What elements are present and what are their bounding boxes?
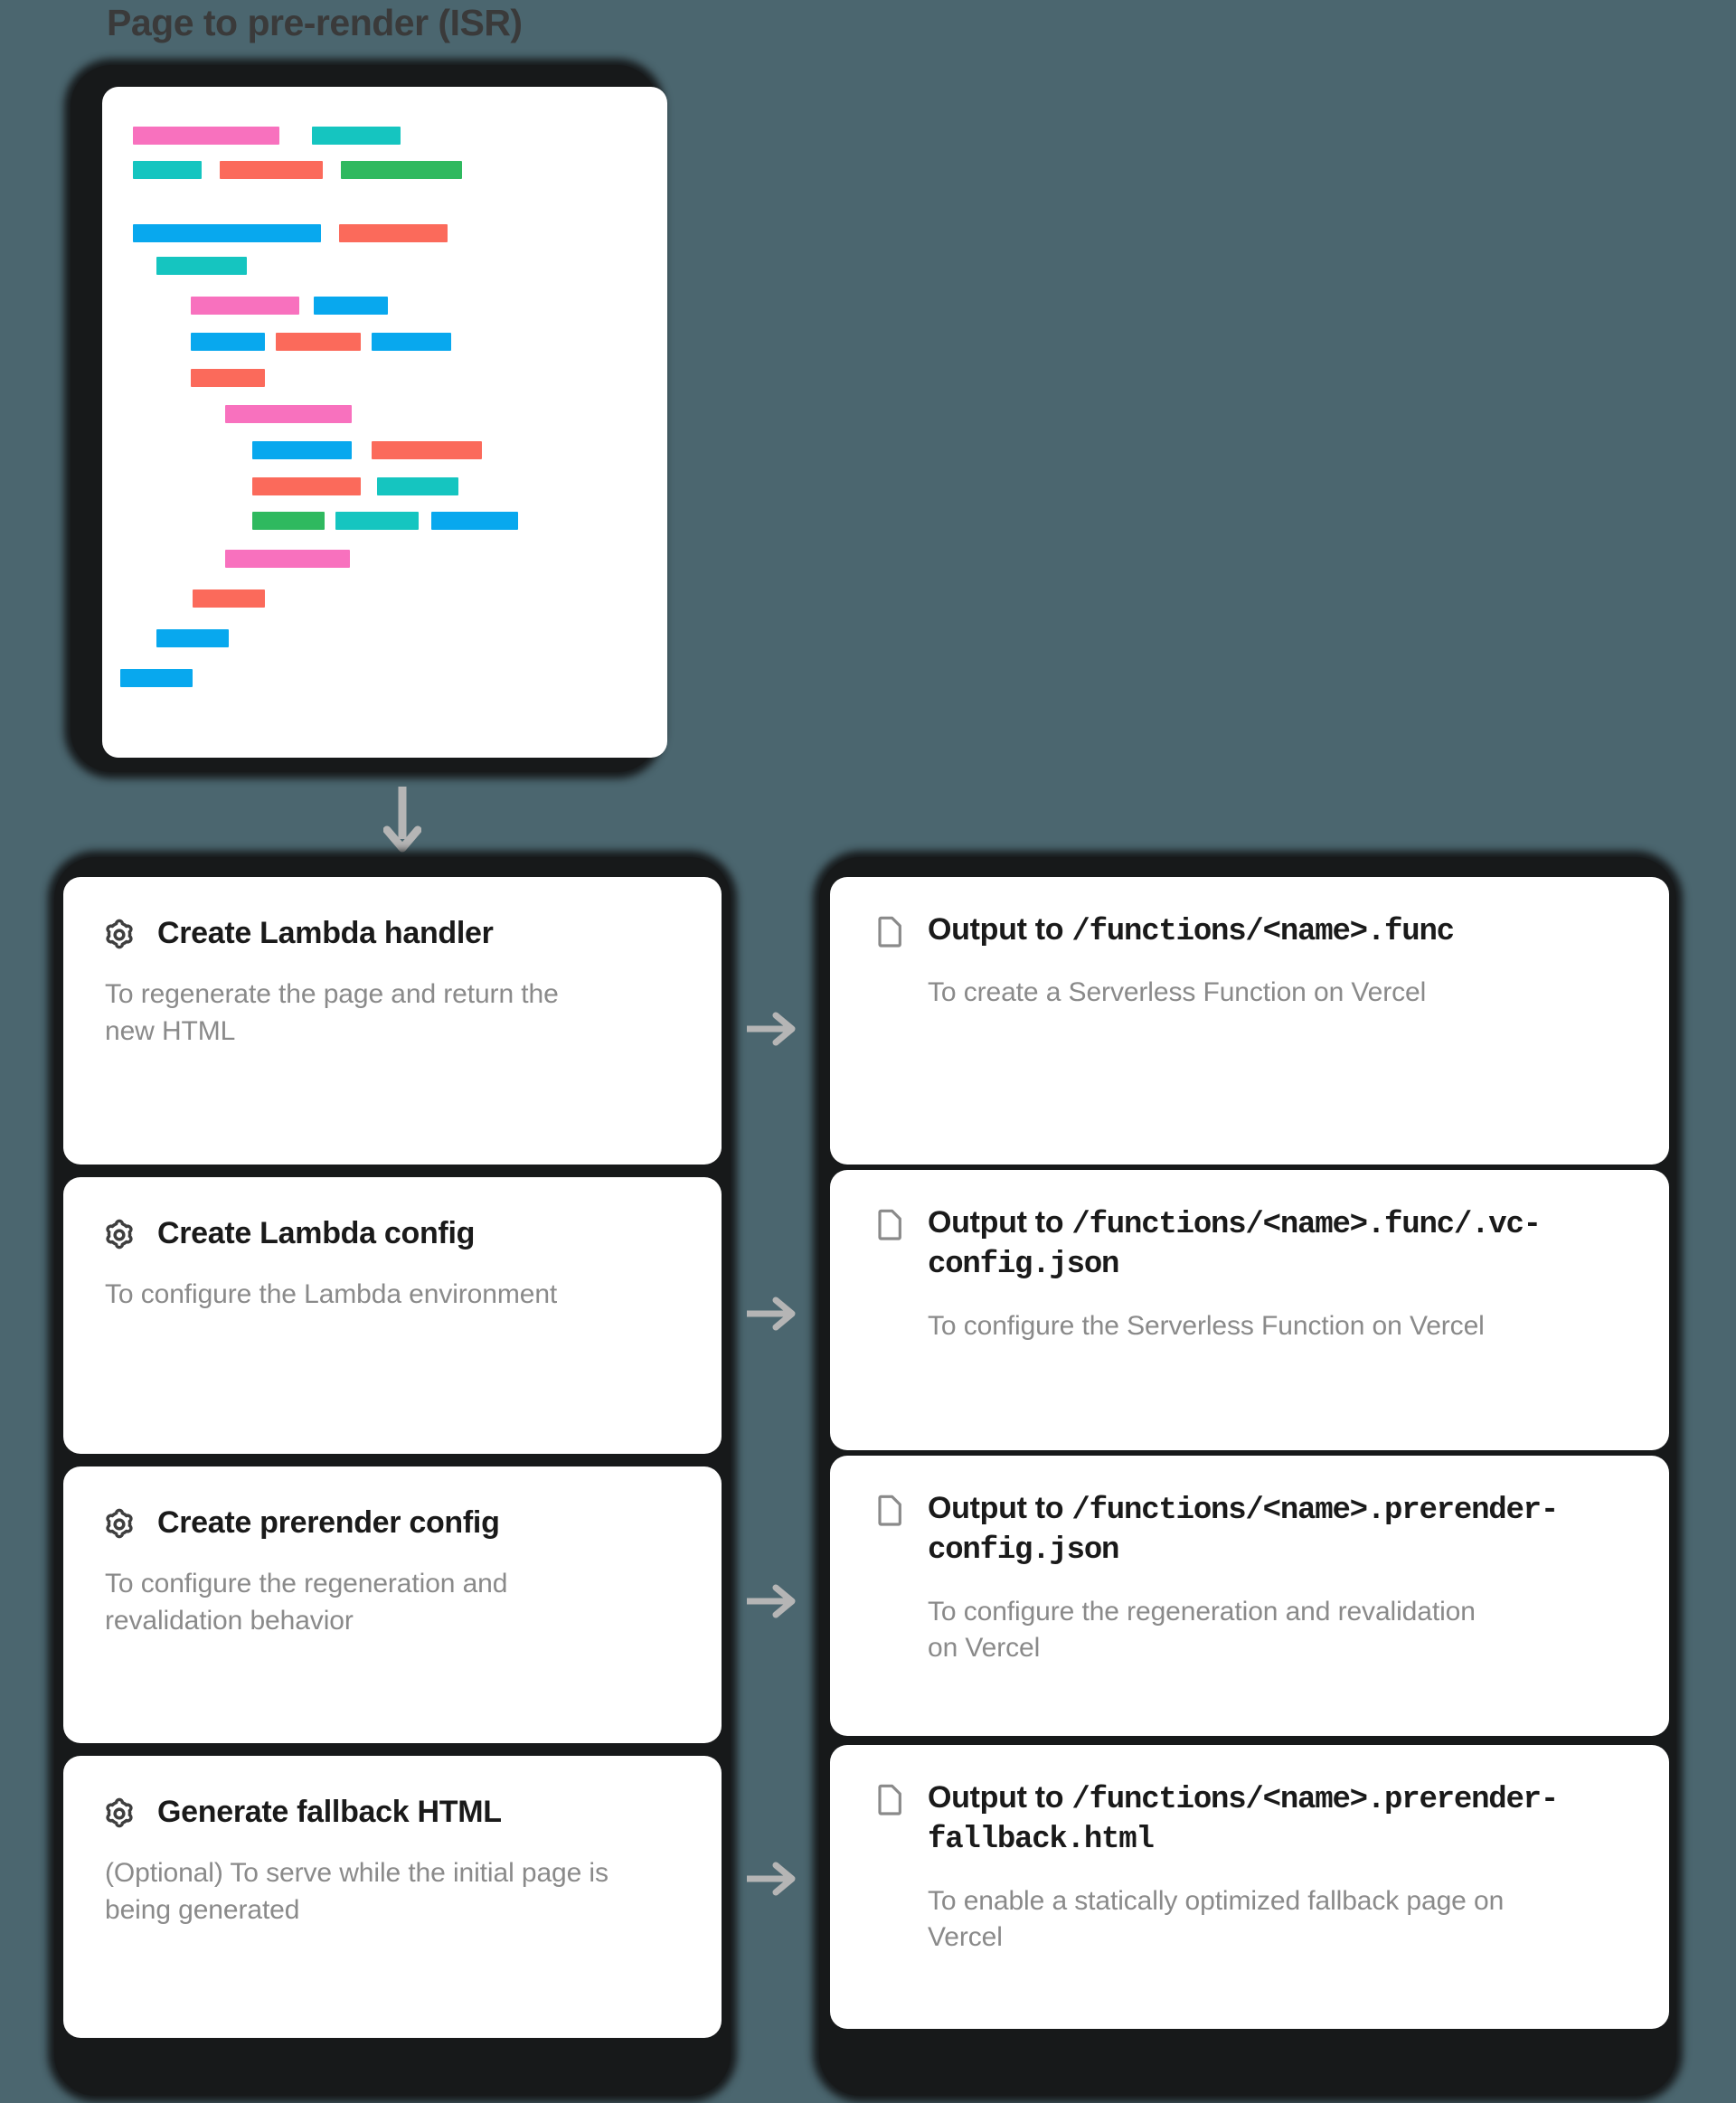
card-description: To create a Serverless Function on Verce… (928, 977, 1427, 1008)
content-bar (339, 224, 448, 242)
content-bar (252, 441, 352, 459)
content-bar (377, 477, 458, 495)
gear-icon (101, 1217, 137, 1253)
card-description: To configure the Lambda environment (105, 1279, 558, 1309)
card-description: To enable a statically optimized fallbac… (928, 1885, 1505, 1953)
content-bar (120, 669, 193, 687)
content-bar (225, 550, 350, 568)
card-title-path: /functions/<name>.func (1071, 915, 1455, 949)
page-mockup-sheet (102, 87, 667, 758)
output-card[interactable]: Output to /functions/<name>.func To crea… (830, 877, 1669, 1165)
flow-arrow-right (743, 1858, 799, 1900)
card-title-prefix: Output to (928, 912, 1072, 947)
content-bar (133, 161, 202, 179)
content-bar (431, 512, 518, 530)
content-bar (335, 512, 419, 530)
card-title: Output to /functions/<name>.prerender-co… (928, 1490, 1628, 1570)
gear-icon (101, 1506, 137, 1542)
card-title: Output to /functions/<name>.func (928, 911, 1455, 951)
file-icon (872, 913, 908, 949)
content-bar (372, 441, 482, 459)
step-card[interactable]: Create prerender config To configure the… (63, 1466, 722, 1743)
card-title: Generate fallback HTML (157, 1795, 502, 1829)
card-title-prefix: Output to (928, 1780, 1072, 1815)
content-bar (341, 161, 462, 179)
gear-icon (101, 917, 137, 953)
card-title: Output to /functions/<name>.func/.vc-con… (928, 1204, 1628, 1285)
output-card[interactable]: Output to /functions/<name>.prerender-co… (830, 1456, 1669, 1736)
content-bar (372, 333, 451, 351)
card-title: Create prerender config (157, 1505, 500, 1540)
file-icon (872, 1781, 908, 1817)
card-title: Output to /functions/<name>.prerender-fa… (928, 1779, 1628, 1860)
flow-arrow-right (743, 1580, 799, 1622)
content-bar (252, 477, 361, 495)
content-bar (312, 127, 401, 145)
card-title-path: /functions/<name>.func/.vc-config.json (928, 1208, 1542, 1283)
card-title-path: /functions/<name>.prerender-fallback.htm… (928, 1783, 1559, 1858)
content-bar (156, 629, 229, 647)
content-bar (133, 224, 321, 242)
card-description: To configure the regeneration and revali… (105, 1569, 508, 1636)
content-bar (220, 161, 323, 179)
file-icon (872, 1206, 908, 1242)
content-bar (156, 257, 247, 275)
content-bar (276, 333, 361, 351)
card-title-prefix: Output to (928, 1205, 1072, 1240)
content-bar (191, 369, 265, 387)
step-card[interactable]: Create Lambda config To configure the La… (63, 1177, 722, 1454)
flow-arrow-down (382, 785, 422, 855)
content-bar (133, 127, 279, 145)
content-bar (191, 333, 265, 351)
output-card[interactable]: Output to /functions/<name>.func/.vc-con… (830, 1170, 1669, 1450)
step-card[interactable]: Generate fallback HTML (Optional) To ser… (63, 1756, 722, 2038)
step-card[interactable]: Create Lambda handler To regenerate the … (63, 877, 722, 1165)
card-description: To configure the regeneration and revali… (928, 1596, 1476, 1664)
output-card[interactable]: Output to /functions/<name>.prerender-fa… (830, 1745, 1669, 2029)
gear-icon (101, 1796, 137, 1832)
content-bar (314, 297, 388, 315)
card-description: To configure the Serverless Function on … (928, 1310, 1485, 1341)
card-title-path: /functions/<name>.prerender-config.json (928, 1494, 1559, 1569)
page-title: Page to pre-render (ISR) (107, 2, 523, 43)
card-description: (Optional) To serve while the initial pa… (105, 1858, 609, 1925)
card-title: Create Lambda config (157, 1216, 476, 1250)
content-bar (191, 297, 299, 315)
content-bar (252, 512, 325, 530)
file-icon (872, 1492, 908, 1528)
card-title: Create Lambda handler (157, 916, 494, 950)
content-bar (193, 589, 265, 608)
flow-arrow-right (743, 1008, 799, 1050)
flow-arrow-right (743, 1293, 799, 1334)
card-description: To regenerate the page and return the ne… (105, 979, 559, 1046)
card-title-prefix: Output to (928, 1491, 1072, 1525)
content-bar (225, 405, 352, 423)
